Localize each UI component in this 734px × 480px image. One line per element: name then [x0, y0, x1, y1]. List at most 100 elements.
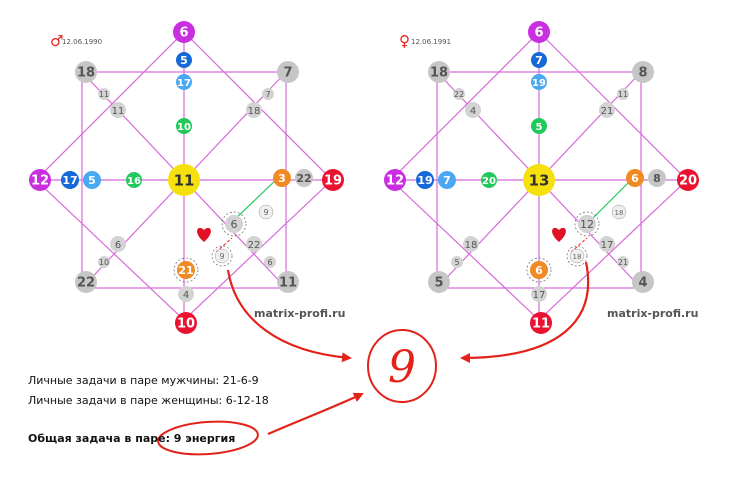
left-heart-icon [197, 227, 211, 242]
left-node-task-c: 9 [211, 245, 233, 267]
right-node-tl-small: 22 [453, 88, 465, 100]
right-node-mid-v-label: 5 [536, 122, 543, 133]
left-node-top-label: 6 [179, 26, 188, 41]
left-node-right: 19 [322, 169, 344, 191]
left-green-line [229, 175, 281, 225]
left-node-right-label: 19 [324, 174, 342, 189]
left-node-b2-label: 4 [183, 290, 189, 301]
right-node-top2: 7 [531, 52, 547, 68]
right-dashed-link [570, 237, 588, 253]
left-node-right-inner-label: 3 [278, 172, 286, 185]
right-node-left3: 7 [438, 171, 456, 189]
big-number-circle [367, 329, 437, 403]
left-node-b2: 4 [178, 286, 194, 302]
left-node-bl-label: 22 [77, 276, 95, 291]
right-node-b2: 17 [531, 286, 547, 302]
right-gender-icon: ♀ [399, 32, 410, 50]
left-node-tr: 7 [277, 61, 299, 83]
left-node-tl-label: 18 [77, 66, 95, 81]
right-node-center: 13 [523, 164, 555, 196]
right-heart-icon [552, 227, 566, 242]
right-node-top3: 19 [531, 74, 547, 90]
left-node-mid-v: 10 [176, 118, 192, 134]
left-node-task-b-label: 9 [263, 208, 268, 217]
right-node-tl-med: 4 [465, 102, 481, 118]
left-node-br-med: 22 [246, 236, 262, 252]
left-node-tr-med: 18 [246, 102, 262, 118]
left-node-tl-med-label: 11 [112, 106, 125, 117]
left-node-tr-med-label: 18 [248, 106, 261, 117]
left-node-bl-med: 6 [110, 236, 126, 252]
left-node-top3-label: 17 [177, 78, 191, 89]
left-node-mid-h: 16 [126, 172, 142, 188]
common-task-circle [157, 420, 259, 456]
left-node-tl-small: 11 [98, 88, 110, 100]
right-node-task-a: 12 [574, 211, 600, 237]
right-node-tl-label: 18 [430, 66, 448, 81]
left-node-top3: 17 [176, 74, 192, 90]
left-node-tl: 18 [75, 61, 97, 83]
left-node-center: 11 [168, 164, 200, 196]
right-node-tl-small-label: 22 [454, 90, 464, 99]
right-node-bl: 5 [428, 271, 450, 293]
right-node-bottom-label: 11 [532, 317, 550, 332]
right-node-top: 6 [528, 21, 550, 43]
right-node-mid-h-label: 20 [482, 176, 496, 187]
right-node-left2: 19 [416, 171, 434, 189]
common-task-text: Общая задача в паре: 9 энергия [28, 432, 236, 445]
right-node-task-a-label: 12 [580, 218, 594, 231]
left-node-tr-small-label: 7 [265, 90, 270, 99]
left-node-tl-med: 11 [110, 102, 126, 118]
right-date: 12.06.1991 [411, 38, 451, 46]
left-matrix: 6 5 17 10 12 17 5 16 11 3 22 [29, 21, 345, 334]
right-node-left: 12 [384, 169, 406, 191]
left-node-left: 12 [29, 169, 51, 191]
left-date: 12.06.1990 [62, 38, 102, 46]
right-node-br-small-label: 21 [618, 258, 628, 267]
right-node-br-small: 21 [617, 256, 629, 268]
right-node-br-med-label: 17 [601, 240, 614, 251]
left-node-center-label: 11 [174, 172, 195, 190]
right-node-bottom: 11 [530, 312, 552, 334]
right-node-right2-label: 8 [653, 172, 661, 185]
right-node-top3-label: 19 [532, 78, 546, 89]
right-node-br-med: 17 [599, 236, 615, 252]
right-node-bl-med: 18 [463, 236, 479, 252]
right-node-center-label: 13 [529, 172, 550, 190]
left-node-bottom-label: 10 [177, 317, 195, 332]
bottom-arrow [267, 392, 364, 436]
big-number: 9 [388, 342, 416, 393]
right-node-tl-med-label: 4 [470, 106, 476, 117]
left-node-bl-small: 10 [98, 256, 110, 268]
right-node-tl: 18 [428, 61, 450, 83]
left-node-br-small-label: 6 [267, 258, 272, 267]
right-node-right-inner-label: 6 [631, 172, 639, 185]
right-green-line [588, 175, 636, 223]
left-node-left3: 5 [83, 171, 101, 189]
left-node-task-a-label: 6 [231, 218, 238, 231]
left-node-right-inner: 3 [273, 169, 291, 187]
left-node-mid-v-label: 10 [177, 122, 191, 133]
right-node-bl-small: 5 [451, 256, 463, 268]
right-node-tr-med: 21 [599, 102, 615, 118]
female-tasks-text: Личные задачи в паре женщины: 6-12-18 [28, 394, 269, 407]
left-node-tr-label: 7 [283, 66, 292, 81]
right-node-tr-med-label: 21 [601, 106, 614, 117]
left-node-top2-label: 5 [180, 54, 188, 67]
left-node-bl: 22 [75, 271, 97, 293]
right-node-top2-label: 7 [535, 54, 543, 67]
right-node-task-b-label: 18 [615, 209, 624, 217]
left-watermark: matrix-profi.ru [254, 307, 345, 320]
right-node-tr-small-label: 11 [618, 90, 628, 99]
right-node-bl-label: 5 [434, 276, 443, 291]
left-node-left3-label: 5 [88, 174, 96, 187]
left-node-task-b: 9 [258, 204, 274, 220]
right-node-b-inner-label: 6 [535, 264, 543, 277]
left-node-right2: 22 [295, 169, 313, 187]
left-node-left-label: 12 [31, 174, 49, 189]
left-node-bottom: 10 [175, 312, 197, 334]
right-node-task-b: 18 [611, 204, 627, 220]
right-node-left-label: 12 [386, 174, 404, 189]
left-node-mid-h-label: 16 [127, 176, 141, 187]
